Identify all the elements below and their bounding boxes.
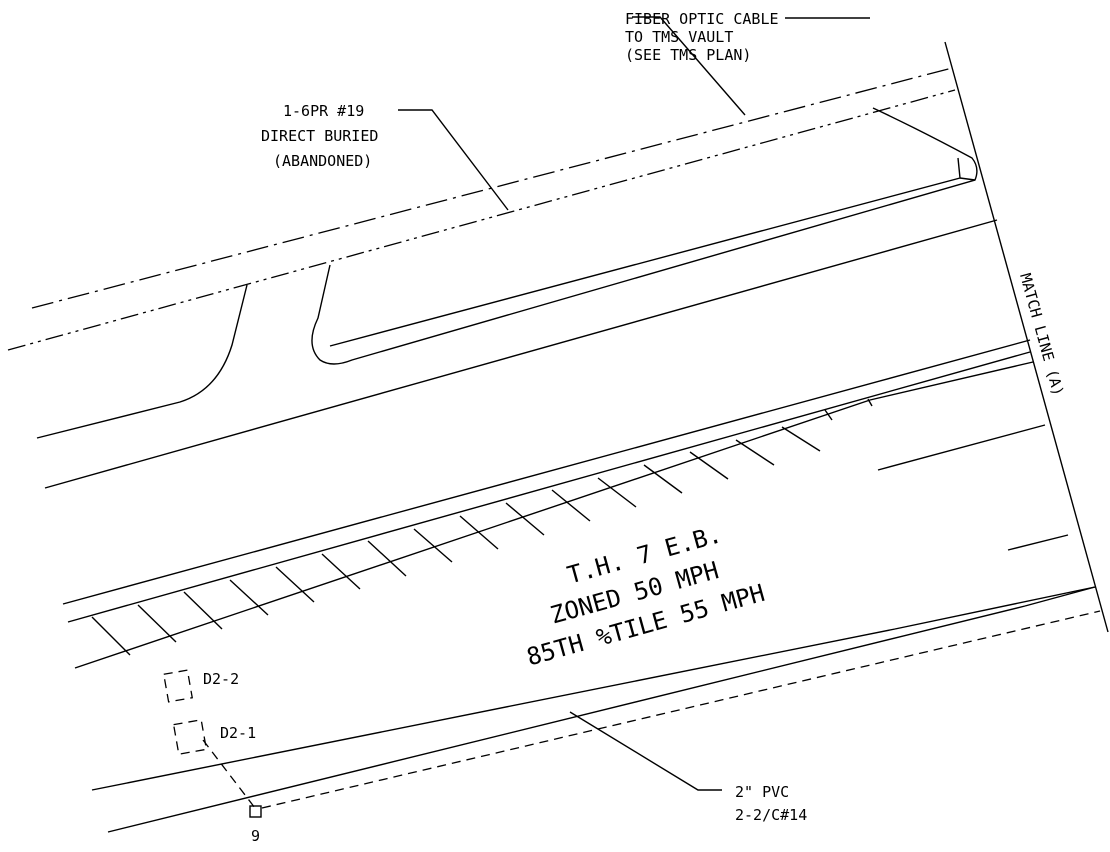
detector-label-d2-2: D2-2: [203, 670, 239, 688]
roadway-bottom-edge: [91, 628, 896, 791]
detector-loop-d2-1: [172, 719, 208, 755]
svg-text:FIBER OPTIC CABLE: FIBER OPTIC CABLE: [625, 10, 779, 28]
handhole-box: [249, 805, 262, 818]
fiber-optic-leader-line: [632, 16, 746, 116]
lane-line-1: [877, 424, 1046, 471]
fiber-optic-label: FIBER OPTIC CABLE TO TMS VAULT (SEE TMS …: [625, 10, 779, 64]
side-road-curb: [36, 284, 248, 439]
conduit-label: 2" PVC 2-2/C#14: [735, 783, 807, 824]
match-line-label: MATCH LINE (A): [1016, 271, 1067, 398]
handhole-number: 9: [251, 827, 260, 845]
roadway-label: T.H. 7 E.B. ZONED 50 MPH 85TH %TILE 55 M…: [524, 520, 768, 671]
roadway-edge-1: [44, 219, 998, 489]
median-island-inner: [329, 157, 961, 347]
roadway-edge-3: [67, 351, 1031, 623]
conduit-leader: [569, 711, 722, 791]
roadway-edge-4: [74, 399, 871, 669]
roadway-bottom-edge-2b: [1024, 586, 1096, 607]
direct-buried-label: 1-6PR #19 DIRECT BURIED (ABANDONED): [261, 102, 378, 170]
svg-text:TO TMS VAULT: TO TMS VAULT: [625, 28, 733, 46]
hatched-gore: [91, 398, 873, 656]
roadway-edge-2: [62, 339, 1031, 605]
median-island: [311, 107, 978, 365]
roadway-bottom-edge-2: [107, 605, 1026, 833]
svg-text:2-2/C#14: 2-2/C#14: [735, 806, 807, 824]
fiber-optic-cable-line: [31, 67, 953, 309]
svg-text:1-6PR #19: 1-6PR #19: [283, 102, 364, 120]
lane-line-2: [1007, 534, 1069, 551]
detector-loop-d2-2: [162, 669, 194, 703]
svg-text:(ABANDONED): (ABANDONED): [273, 152, 372, 170]
abandoned-cable-line: [7, 89, 956, 351]
island-end: [959, 177, 976, 181]
direct-buried-leader: [398, 109, 509, 211]
svg-text:DIRECT BURIED: DIRECT BURIED: [261, 127, 378, 145]
match-line: [944, 41, 1109, 633]
svg-text:2" PVC: 2" PVC: [735, 783, 789, 801]
taper-line: [894, 586, 1096, 630]
roadway-edge-4b: [869, 361, 1034, 401]
svg-text:(SEE TMS PLAN): (SEE TMS PLAN): [625, 46, 751, 64]
detector-label-d2-1: D2-1: [220, 724, 256, 742]
conduit-line: [261, 610, 1101, 809]
